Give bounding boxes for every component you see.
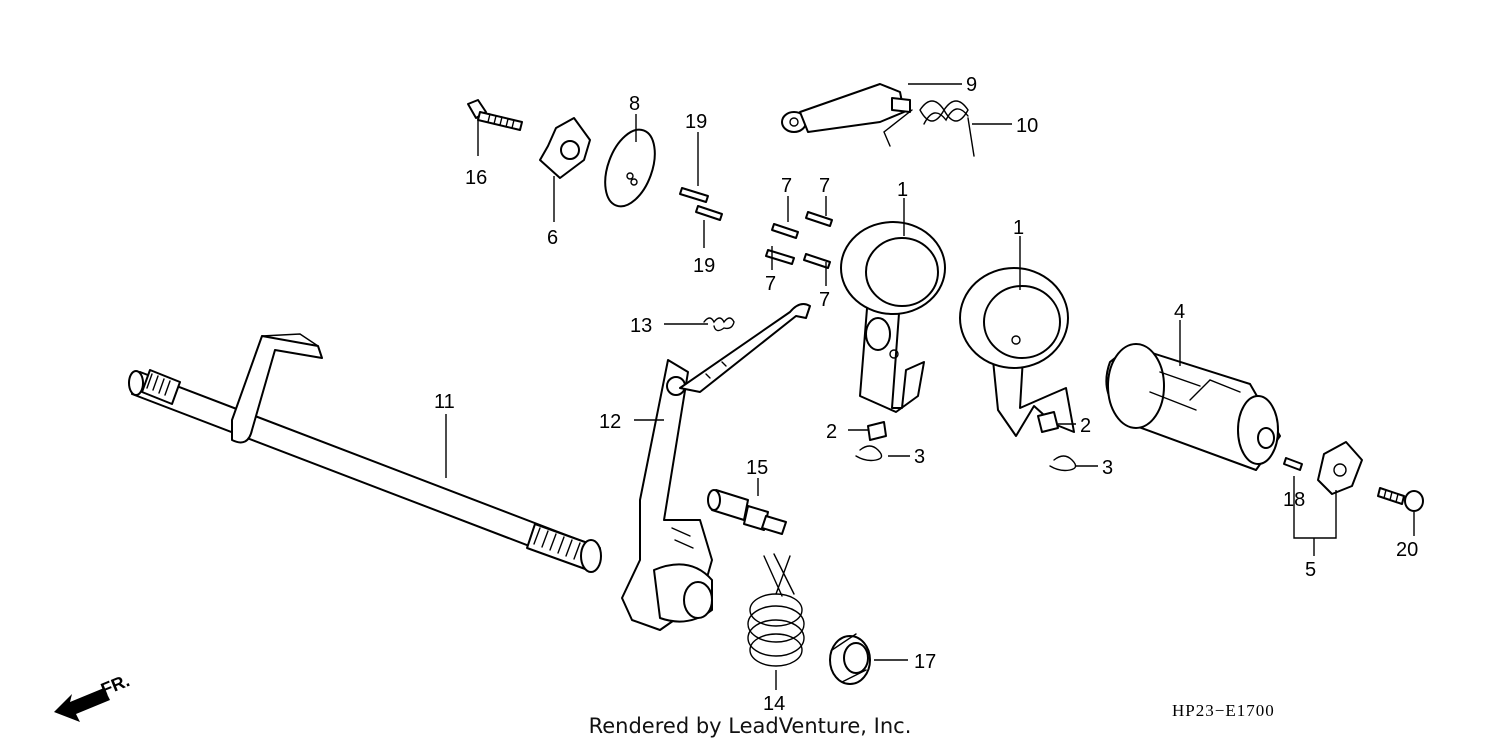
callout-13: 13 (630, 315, 652, 337)
callout-7d: 7 (819, 289, 830, 311)
fork-pin-part-2a (867, 421, 887, 441)
callout-10: 10 (1016, 115, 1038, 137)
dowel-pin-part-18 (1283, 457, 1303, 471)
drum-stopper-arm-part (781, 83, 911, 133)
callout-2a: 2 (826, 421, 837, 443)
callout-7b: 7 (819, 175, 830, 197)
callout-labels: 1 1 2 2 3 3 4 5 6 7 7 7 7 8 9 10 11 12 1… (434, 74, 1418, 715)
callout-11: 11 (434, 391, 455, 413)
shift-drum-center-part (539, 117, 591, 179)
plate-part-8 (604, 128, 656, 208)
leader-lines (445, 83, 1415, 690)
bolt-part-20 (1377, 487, 1424, 512)
callout-6: 6 (547, 227, 558, 249)
callout-4: 4 (1174, 301, 1185, 323)
return-spring-part-14 (747, 553, 805, 667)
clip-part-3a (855, 445, 883, 462)
clip-part-3b (1049, 455, 1077, 472)
gearshift-spindle-part (128, 333, 602, 573)
callout-2b: 2 (1080, 415, 1091, 437)
callout-5: 5 (1305, 559, 1316, 581)
callout-1b: 1 (1013, 217, 1024, 239)
callout-1a: 1 (897, 179, 908, 201)
bolt-part-16 (467, 99, 523, 131)
diagram-code: HP23−E1700 (1172, 701, 1275, 720)
shift-fork-part-1b (959, 267, 1075, 437)
fork-pin-part-2b (1037, 411, 1059, 433)
gearshift-arm-part (621, 359, 713, 631)
callout-19b: 19 (693, 255, 715, 277)
callout-16: 16 (465, 167, 487, 189)
pin-bolt-part-15 (707, 489, 787, 535)
callout-17: 17 (914, 651, 936, 673)
guide-pins-part-7 (765, 211, 833, 269)
shift-fork-part-1a (840, 221, 946, 413)
credit-line: Rendered by LeadVenture, Inc. (0, 714, 1500, 738)
stopper-spring-part (883, 100, 975, 157)
front-direction-arrow-icon (54, 688, 110, 722)
oil-seal-part (829, 633, 871, 685)
callout-20: 20 (1396, 539, 1418, 561)
callout-19a: 19 (685, 111, 707, 133)
dowel-pins-part-19 (679, 187, 723, 221)
return-spring-part (679, 303, 811, 393)
credit-text: Rendered by LeadVenture, Inc. (588, 714, 912, 738)
drum-center-part (1317, 441, 1363, 495)
callout-3a: 3 (914, 446, 925, 468)
callout-18: 18 (1283, 489, 1305, 511)
callout-8: 8 (629, 93, 640, 115)
front-marker-label: FR. (98, 670, 132, 699)
callout-12: 12 (599, 411, 621, 433)
callout-7a: 7 (781, 175, 792, 197)
callout-3b: 3 (1102, 457, 1113, 479)
callout-9: 9 (966, 74, 977, 96)
callout-7c: 7 (765, 273, 776, 295)
shift-drum-part (1105, 343, 1281, 471)
callout-14: 14 (763, 693, 785, 715)
callout-15: 15 (746, 457, 768, 479)
